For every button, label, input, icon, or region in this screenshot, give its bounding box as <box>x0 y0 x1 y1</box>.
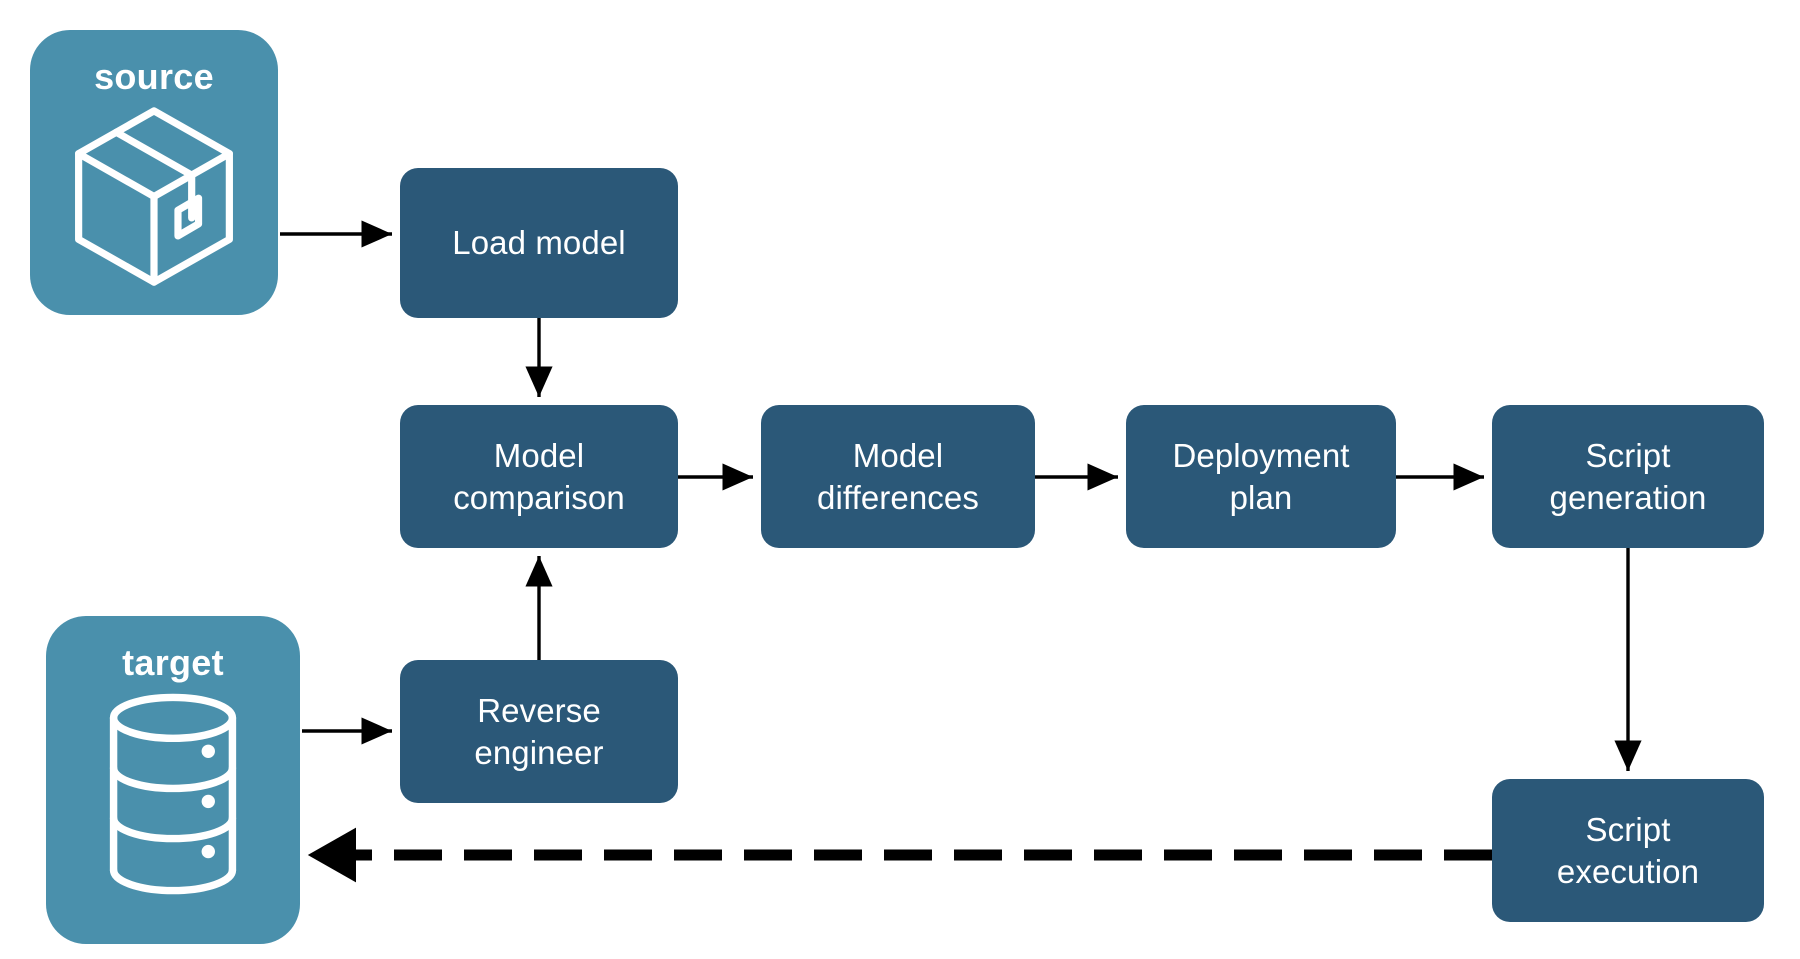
node-script-generation[interactable]: Script generation <box>1492 405 1764 548</box>
database-cylinder-icon <box>109 693 237 895</box>
node-source[interactable]: source <box>30 30 278 315</box>
node-script-execution[interactable]: Script execution <box>1492 779 1764 922</box>
package-box-icon <box>75 107 233 286</box>
node-load-model[interactable]: Load model <box>400 168 678 318</box>
node-model-comparison[interactable]: Model comparison <box>400 405 678 548</box>
node-source-label: source <box>94 56 214 97</box>
node-model-differences[interactable]: Model differences <box>761 405 1035 548</box>
node-target[interactable]: target <box>46 616 300 944</box>
node-target-label: target <box>122 642 224 683</box>
node-deployment-plan[interactable]: Deployment plan <box>1126 405 1396 548</box>
node-reverse-engineer[interactable]: Reverse engineer <box>400 660 678 803</box>
